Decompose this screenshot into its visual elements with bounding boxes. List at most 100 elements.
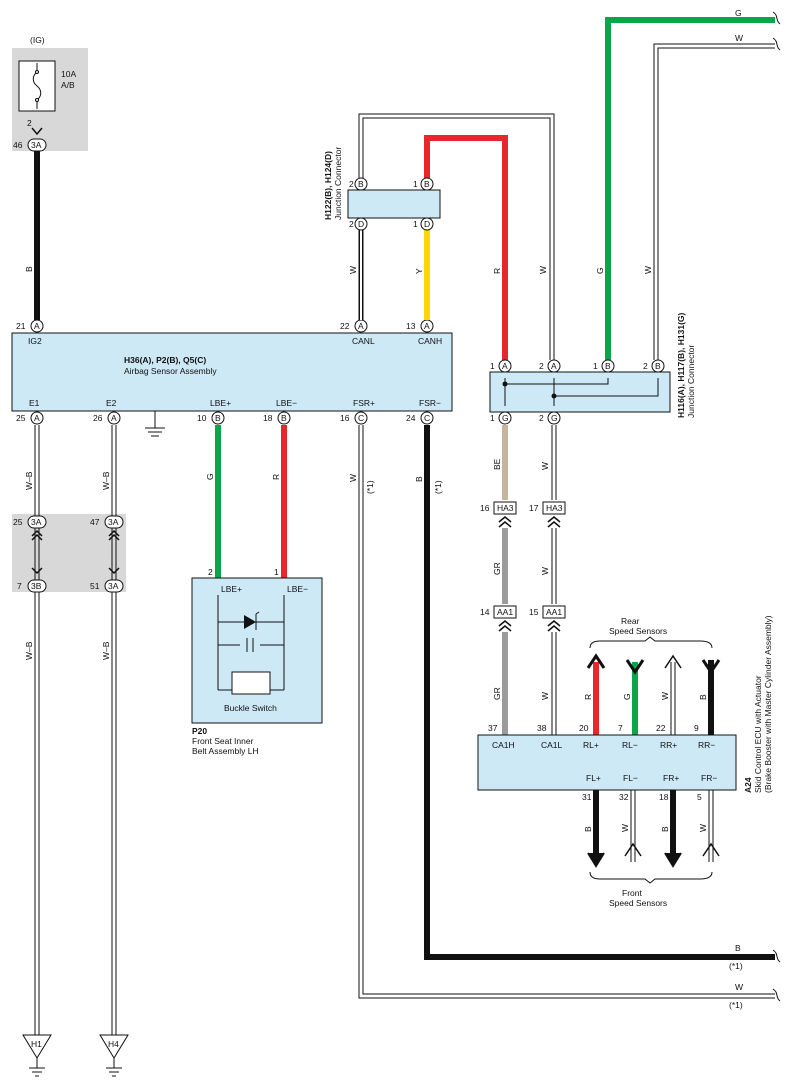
jc1-pin-b2: B2 bbox=[349, 177, 368, 191]
svg-text:1: 1 bbox=[490, 361, 495, 371]
jc2-top-pin-0: A1 bbox=[490, 359, 512, 373]
svg-text:2: 2 bbox=[208, 567, 213, 577]
wire-label-wb-1: W–B bbox=[24, 471, 34, 490]
ground-conn-7: 3B 7 bbox=[17, 579, 47, 593]
svg-text:LBE−: LBE− bbox=[276, 398, 297, 408]
svg-text:14: 14 bbox=[480, 607, 490, 617]
jc1-title: H122(B), H124(D) bbox=[323, 151, 333, 220]
svg-text:CANH: CANH bbox=[418, 336, 442, 346]
svg-text:H1: H1 bbox=[31, 1039, 42, 1049]
skid-bottom-pin-0: 31 FL+ bbox=[582, 773, 601, 802]
buckle-switch-box bbox=[231, 671, 271, 695]
rr-minus-arrow-icon bbox=[701, 659, 721, 675]
svg-text:31: 31 bbox=[582, 792, 592, 802]
svg-text:10: 10 bbox=[197, 413, 207, 423]
svg-text:B: B bbox=[424, 179, 430, 189]
jc1-name: Junction Connector bbox=[333, 147, 343, 220]
svg-text:E1: E1 bbox=[29, 398, 40, 408]
rl-plus-arrow-icon bbox=[586, 653, 606, 669]
note-fsr-plus: (*1) bbox=[365, 480, 375, 494]
jc2-title: H116(A), H117(B), H131(G) bbox=[676, 312, 686, 418]
airbag-name: Airbag Sensor Assembly bbox=[124, 366, 217, 376]
canh-red-wire bbox=[424, 135, 508, 360]
svg-text:16: 16 bbox=[480, 503, 490, 513]
buckle-switch-label: Buckle Switch bbox=[224, 703, 277, 713]
ground-conn-47: 3A 47 bbox=[90, 515, 124, 529]
svg-text:RR−: RR− bbox=[698, 740, 715, 750]
fuse-group-label: (IG) bbox=[30, 35, 45, 45]
wire-label-wb-2: W–B bbox=[101, 471, 111, 490]
svg-text:32: 32 bbox=[619, 792, 629, 802]
svg-text:FL+: FL+ bbox=[586, 773, 601, 783]
svg-text:15: 15 bbox=[529, 607, 539, 617]
svg-text:RR+: RR+ bbox=[660, 740, 677, 750]
svg-text:IG2: IG2 bbox=[28, 336, 42, 346]
svg-text:22: 22 bbox=[656, 723, 666, 733]
svg-text:2: 2 bbox=[349, 219, 354, 229]
jc2-name: Junction Connector bbox=[686, 345, 696, 418]
front-sensors-label-1: Front bbox=[622, 888, 642, 898]
airbag-sensor-assembly bbox=[11, 332, 453, 412]
skid-code: A24 bbox=[743, 777, 753, 793]
ground-h4-icon: H4 bbox=[99, 1034, 129, 1077]
can-loop-wire bbox=[358, 113, 555, 360]
svg-text:26: 26 bbox=[93, 413, 103, 423]
note-w-out: (*1) bbox=[729, 1000, 743, 1010]
zener-diode-icon bbox=[244, 611, 260, 630]
svg-text:RL−: RL− bbox=[622, 740, 638, 750]
skid-name-2: (Brake Booster with Master Cylinder Asse… bbox=[763, 615, 773, 793]
svg-text:R: R bbox=[583, 694, 593, 700]
svg-text:W: W bbox=[620, 824, 630, 832]
svg-text:G: G bbox=[551, 413, 558, 423]
svg-text:24: 24 bbox=[406, 413, 416, 423]
fsr-minus-wire bbox=[424, 425, 775, 960]
fr-plus-arrow-icon bbox=[664, 852, 682, 868]
svg-text:HA3: HA3 bbox=[497, 503, 514, 513]
fuse-conn-pin: 46 bbox=[13, 140, 23, 150]
svg-text:A: A bbox=[34, 413, 40, 423]
note-fsr-minus: (*1) bbox=[433, 480, 443, 494]
fuse-rating: 10A bbox=[61, 69, 76, 79]
fl-minus-arrow-icon bbox=[624, 842, 642, 857]
svg-text:3A: 3A bbox=[31, 517, 42, 527]
junction-connector-2 bbox=[489, 371, 671, 413]
fl-plus-arrow-icon bbox=[587, 852, 605, 868]
wire-label-g-mid: G bbox=[595, 267, 605, 274]
airbag-title: H36(A), P2(B), Q5(C) bbox=[124, 355, 206, 365]
svg-text:17: 17 bbox=[529, 503, 539, 513]
fsr-plus-wire bbox=[358, 425, 775, 999]
p20-pin-left-label: LBE+ bbox=[221, 584, 242, 594]
skid-name-1: Skid Control ECU with Actuator bbox=[753, 675, 763, 793]
svg-text:FSR+: FSR+ bbox=[353, 398, 375, 408]
svg-text:18: 18 bbox=[659, 792, 669, 802]
svg-text:FSR−: FSR− bbox=[419, 398, 441, 408]
wire-label-w-top: W bbox=[735, 33, 743, 43]
wire-label-w-fsr: W bbox=[348, 474, 358, 482]
wire-label-wb-3: W–B bbox=[24, 641, 34, 660]
svg-text:2: 2 bbox=[643, 361, 648, 371]
svg-text:1: 1 bbox=[413, 219, 418, 229]
wire-label-gr-2: GR bbox=[492, 687, 502, 700]
wire-label-b-fsr: B bbox=[414, 476, 424, 482]
svg-text:2: 2 bbox=[539, 413, 544, 423]
fuse-pin-out: 2 bbox=[27, 118, 32, 128]
svg-text:CANL: CANL bbox=[352, 336, 375, 346]
svg-text:21: 21 bbox=[16, 321, 26, 331]
svg-text:1: 1 bbox=[274, 567, 279, 577]
svg-text:CA1H: CA1H bbox=[492, 740, 515, 750]
svg-text:E2: E2 bbox=[106, 398, 117, 408]
svg-text:FR−: FR− bbox=[701, 773, 717, 783]
svg-text:B: B bbox=[583, 826, 593, 832]
svg-text:22: 22 bbox=[340, 321, 350, 331]
skid-top-pin-5: 9RR− bbox=[694, 723, 715, 750]
svg-text:3A: 3A bbox=[108, 581, 119, 591]
